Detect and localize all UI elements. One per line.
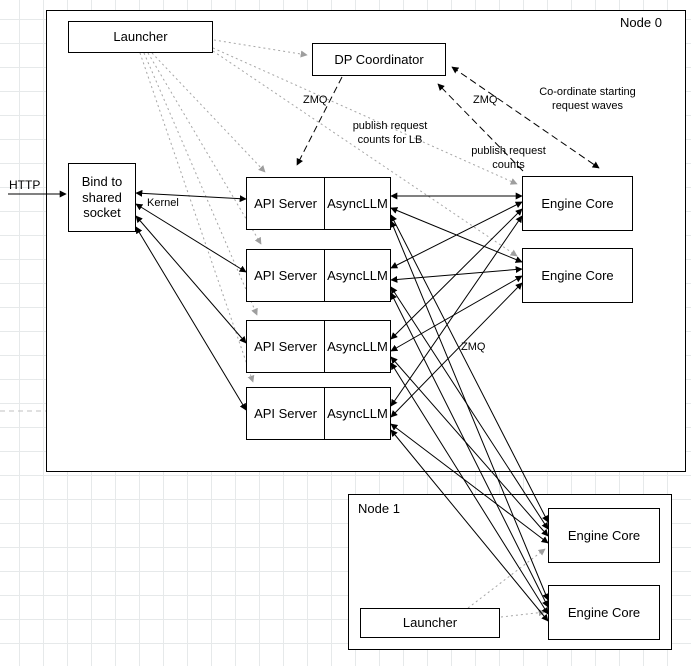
api-server-box: API Server xyxy=(254,405,317,421)
asyncllm-box: AsyncLLM xyxy=(324,250,390,301)
api-server-box: API Server xyxy=(254,338,317,354)
api-server-box: API Server xyxy=(254,267,317,283)
publish-counts-label: publish request counts xyxy=(471,145,546,172)
http-label: HTTP xyxy=(9,178,41,192)
zmq-asyncllm-engine-label: ZMQ xyxy=(461,341,486,353)
socket-arrows xyxy=(135,189,247,411)
node0-launcher-box: Launcher xyxy=(68,21,213,53)
api-server-row: API Server AsyncLLM xyxy=(246,249,391,302)
zmq-mesh-arrows xyxy=(390,192,549,622)
zmq-coordinator-api-label: ZMQ xyxy=(303,94,328,106)
publish-counts-lb-label: publish request counts for LB xyxy=(352,120,428,147)
asyncllm-box: AsyncLLM xyxy=(324,321,390,372)
coordinate-waves-label: Co-ordinate starting request waves xyxy=(539,86,636,113)
node0-engine-core-box: Engine Core xyxy=(522,176,633,231)
api-server-row: API Server AsyncLLM xyxy=(246,177,391,230)
dp-coordinator-box: DP Coordinator xyxy=(312,43,446,76)
node1-engine-core-box: Engine Core xyxy=(548,585,660,640)
node0-title: Node 0 xyxy=(620,15,662,30)
node1-engine-core-box: Engine Core xyxy=(548,508,660,563)
node1-launcher-box: Launcher xyxy=(360,608,500,638)
zmq-engine-coordinator-label: ZMQ xyxy=(473,94,498,106)
kernel-label: Kernel xyxy=(147,197,179,209)
bind-shared-socket-box: Bind to shared socket xyxy=(68,163,136,232)
api-server-box: API Server xyxy=(254,195,317,211)
node1-title: Node 1 xyxy=(358,501,400,516)
api-server-row: API Server AsyncLLM xyxy=(246,320,391,373)
api-server-row: API Server AsyncLLM xyxy=(246,387,391,440)
asyncllm-box: AsyncLLM xyxy=(324,178,390,229)
node0-engine-core-box: Engine Core xyxy=(522,248,633,303)
asyncllm-box: AsyncLLM xyxy=(324,388,390,439)
coordination-arrows xyxy=(296,66,600,172)
